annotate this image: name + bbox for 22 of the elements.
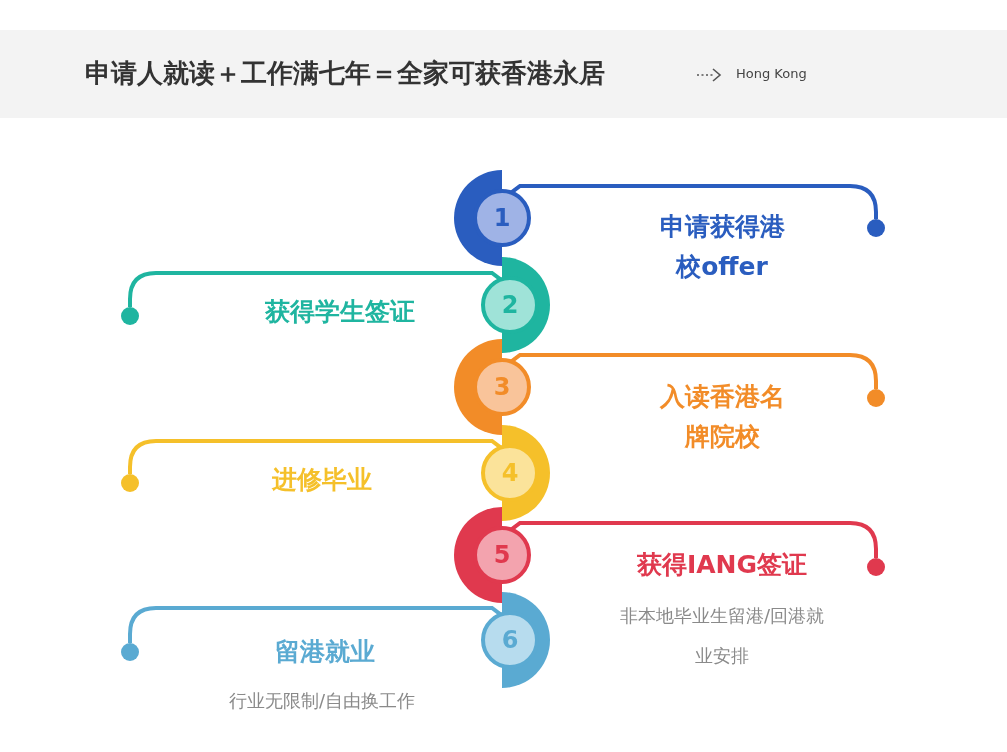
step-title: 进修毕业 (271, 464, 373, 496)
end-dot (867, 558, 885, 576)
connector-line (510, 521, 878, 558)
connector-line (128, 606, 502, 643)
end-dot (121, 307, 139, 325)
step-title: 获得IANG签证 (635, 549, 809, 581)
title: 申请人就读＋工作满七年＝全家可获香港永居 (85, 57, 605, 90)
step-title: 留港就业 (274, 636, 376, 668)
step-description: 行业无限制/自由换工作 (227, 689, 417, 713)
step-title: 入读香港名牌院校 (658, 381, 786, 453)
connector-line (510, 353, 878, 389)
header-label: Hong Kong (736, 66, 808, 81)
end-dot (121, 474, 139, 492)
step-title: 申请获得港校offer (658, 211, 786, 283)
end-dot (867, 219, 885, 237)
connector-line (128, 271, 502, 307)
end-dot (867, 389, 885, 407)
end-dot (121, 643, 139, 661)
connector-line (510, 184, 878, 219)
connector-line (128, 439, 502, 474)
step-title: 获得学生签证 (264, 296, 416, 328)
step-description: 非本地毕业生留港/回港就业安排 (618, 604, 826, 668)
